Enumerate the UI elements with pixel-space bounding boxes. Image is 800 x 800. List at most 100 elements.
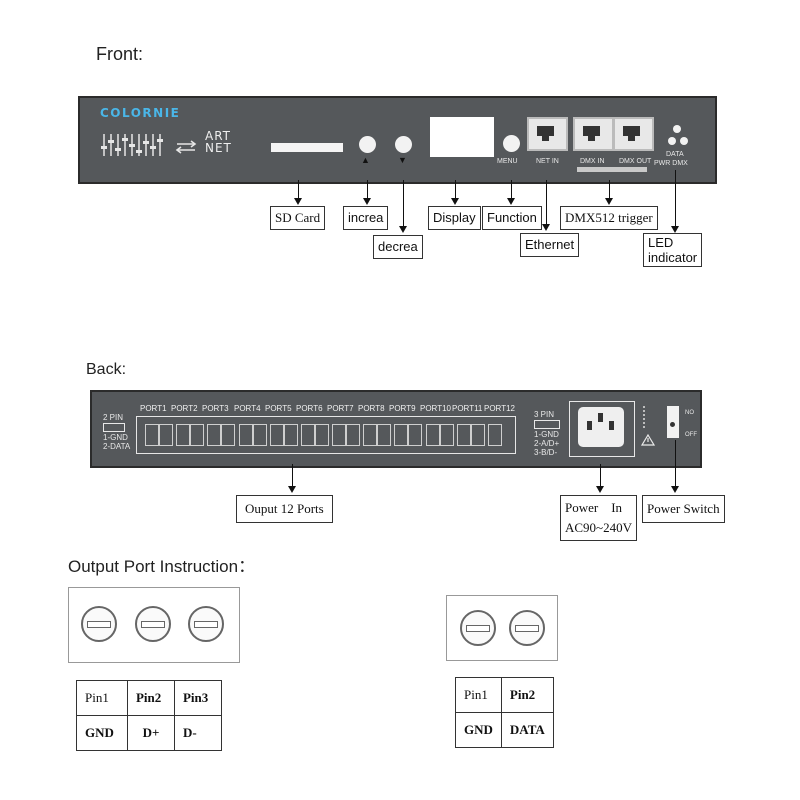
port-label-3: PORT3 — [202, 404, 229, 413]
output-port-6[interactable] — [301, 424, 315, 446]
power-in-arrow — [596, 486, 604, 493]
led-label-line2: indicator — [648, 250, 698, 265]
output-port-8b[interactable] — [377, 424, 391, 446]
display-arrow — [451, 198, 459, 205]
screw-icon-pin2-2p — [509, 610, 545, 646]
port-label-10: PORT10 — [420, 404, 451, 413]
dmx-out-port[interactable] — [613, 117, 654, 151]
power-in-leader — [600, 464, 601, 488]
output-port-9b[interactable] — [408, 424, 422, 446]
pwr-dmx-label: PWR DMX — [654, 160, 688, 167]
down-arrow-icon: ▼ — [398, 155, 407, 165]
pin3-line-3: 3-B/D- — [534, 448, 558, 457]
switch-on-label: NO — [685, 410, 694, 416]
sd-card-leader — [298, 180, 299, 200]
increase-button[interactable] — [359, 136, 376, 153]
ethernet-arrow — [542, 224, 550, 231]
output-ports-leader — [292, 464, 293, 488]
output-port-2[interactable] — [176, 424, 190, 446]
increa-arrow — [363, 198, 371, 205]
power-in-line2: AC90~240V — [565, 520, 632, 535]
menu-button[interactable] — [503, 135, 520, 152]
screw-icon-pin3 — [188, 606, 224, 642]
three-pin-header-1: Pin1 — [76, 680, 128, 716]
switch-off-label: OFF — [685, 432, 697, 438]
port-label-12: PORT12 — [484, 404, 515, 413]
function-leader — [511, 180, 512, 200]
output-port-2b[interactable] — [190, 424, 204, 446]
pin2-title: 2 PIN — [103, 413, 124, 422]
power-in-line1: Power In — [565, 500, 623, 515]
menu-label: MENU — [497, 158, 518, 165]
power-in-label: Power In AC90~240V — [560, 495, 637, 541]
power-switch-arrow — [671, 486, 679, 493]
output-port-5[interactable] — [270, 424, 284, 446]
two-pin-cell-1: GND — [455, 712, 502, 748]
net-in-port[interactable] — [527, 117, 568, 151]
output-port-3[interactable] — [207, 424, 221, 446]
dmx-out-label: DMX OUT — [619, 158, 652, 165]
three-pin-cell-2: D+ — [126, 715, 175, 751]
decrease-button[interactable] — [395, 136, 412, 153]
output-port-10[interactable] — [426, 424, 440, 446]
two-pin-table: Pin1 Pin2 GND DATA — [455, 677, 554, 748]
port-label-4: PORT4 — [234, 404, 261, 413]
output-port-1[interactable] — [145, 424, 159, 446]
screw-icon-pin1-2p — [460, 610, 496, 646]
port-label-7: PORT7 — [327, 404, 354, 413]
led-indicator-label: LED indicator — [643, 233, 703, 267]
output-port-5b[interactable] — [284, 424, 298, 446]
dmx-in-port[interactable] — [573, 117, 614, 151]
fader-icon — [101, 134, 163, 156]
power-inlet-socket[interactable] — [578, 407, 624, 447]
exchange-arrows-icon — [175, 140, 197, 154]
ethernet-label: Ethernet — [520, 233, 580, 257]
screw-icon-pin2 — [135, 606, 171, 642]
increa-leader — [367, 180, 368, 200]
port-label-8: PORT8 — [358, 404, 385, 413]
output-port-7b[interactable] — [346, 424, 360, 446]
net-in-label: NET IN — [536, 158, 559, 165]
ethernet-leader — [546, 180, 547, 226]
output-terminal-strip — [136, 416, 516, 454]
pwr-led — [668, 137, 676, 145]
output-port-4b[interactable] — [253, 424, 267, 446]
three-pin-table: Pin1 Pin2 Pin3 GND D+ D- — [76, 680, 223, 751]
output-port-6b[interactable] — [315, 424, 329, 446]
dmx512-arrow — [605, 198, 613, 205]
warning-icon — [641, 434, 655, 446]
power-switch-leader — [675, 440, 676, 488]
output-port-1b[interactable] — [159, 424, 173, 446]
output-port-9[interactable] — [394, 424, 408, 446]
function-arrow — [507, 198, 515, 205]
rating-marks-icon — [643, 406, 653, 428]
output-port-3b[interactable] — [221, 424, 235, 446]
dmx-in-label: DMX IN — [580, 158, 605, 165]
sd-card-slot[interactable] — [271, 143, 343, 152]
increa-label: increa — [343, 206, 389, 230]
pin2-line-2: 2-DATA — [103, 442, 131, 451]
dmx-pin-strip — [577, 167, 647, 172]
power-switch-label: Power Switch — [642, 495, 725, 523]
output-port-10b[interactable] — [440, 424, 454, 446]
pin3-title: 3 PIN — [534, 410, 555, 419]
power-switch[interactable] — [667, 406, 679, 438]
back-heading: Back: — [86, 361, 127, 378]
output-port-7[interactable] — [332, 424, 346, 446]
sd-card-label: SD Card — [270, 206, 326, 230]
function-label: Function — [482, 206, 542, 230]
output-port-11[interactable] — [457, 424, 471, 446]
decrea-label: decrea — [373, 235, 423, 259]
three-pin-cell-3: D- — [173, 715, 223, 751]
output-port-4[interactable] — [239, 424, 253, 446]
output-port-8[interactable] — [363, 424, 377, 446]
artnet-logo: ART NET — [205, 130, 232, 154]
data-led — [673, 125, 681, 133]
output-port-12[interactable] — [488, 424, 502, 446]
output-port-11b[interactable] — [471, 424, 485, 446]
output-ports-label: Ouput 12 Ports — [236, 495, 333, 523]
dmx-led — [680, 137, 688, 145]
data-led-label: DATA — [666, 151, 684, 158]
two-pin-cell-2: DATA — [500, 712, 554, 748]
artnet-logo-bottom: NET — [205, 141, 232, 155]
